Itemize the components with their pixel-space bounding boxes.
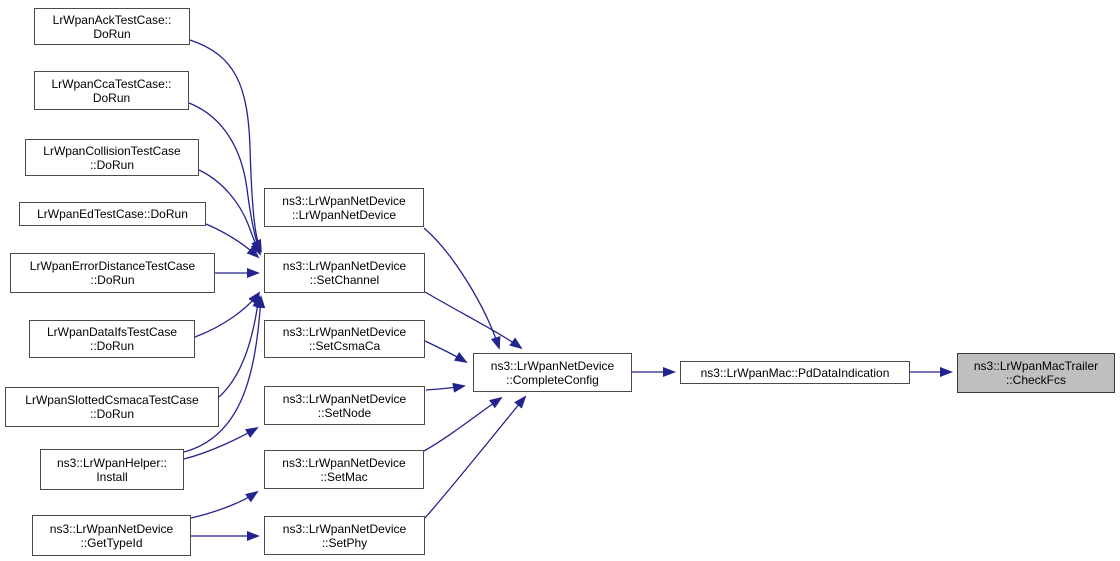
node-setphy[interactable]: ns3::LrWpanNetDevice ::SetPhy bbox=[264, 516, 425, 555]
edge-setnode-to-completeconfig bbox=[425, 382, 466, 393]
node-dataifs-dorun[interactable]: LrWpanDataIfsTestCase ::DoRun bbox=[29, 320, 195, 358]
edge-setmac-to-completeconfig bbox=[423, 396, 503, 452]
edge-install-to-setnode bbox=[183, 426, 259, 460]
edge-ed-to-setchannel bbox=[205, 223, 260, 259]
edge-slottedcsmaca-to-setchannel bbox=[218, 294, 263, 398]
edge-ack-to-setchannel bbox=[189, 39, 262, 253]
node-pddataindication[interactable]: ns3::LrWpanMac::PdDataIndication bbox=[680, 361, 910, 384]
edge-install-to-setchannel bbox=[183, 295, 266, 453]
node-setnode[interactable]: ns3::LrWpanNetDevice ::SetNode bbox=[264, 386, 425, 425]
node-ed-dorun[interactable]: LrWpanEdTestCase::DoRun bbox=[19, 202, 206, 226]
edge-dataifs-to-setchannel bbox=[194, 291, 261, 338]
node-lrwpannetdevice-ctor[interactable]: ns3::LrWpanNetDevice ::LrWpanNetDevice bbox=[264, 188, 424, 227]
edge-ctor-to-completeconfig bbox=[423, 227, 501, 350]
node-helper-install[interactable]: ns3::LrWpanHelper:: Install bbox=[40, 449, 184, 490]
node-ack-dorun[interactable]: LrWpanAckTestCase:: DoRun bbox=[34, 8, 190, 45]
node-setcsmaca[interactable]: ns3::LrWpanNetDevice ::SetCsmaCa bbox=[264, 320, 425, 358]
node-setchannel[interactable]: ns3::LrWpanNetDevice ::SetChannel bbox=[264, 253, 425, 293]
edge-setphy-to-completeconfig bbox=[424, 395, 527, 519]
edge-gettypeid-to-setmac bbox=[190, 490, 259, 519]
edge-setcsmaca-to-completeconfig bbox=[424, 340, 468, 364]
node-errordistance-dorun[interactable]: LrWpanErrorDistanceTestCase ::DoRun bbox=[10, 253, 215, 293]
node-checkfcs: ns3::LrWpanMacTrailer ::CheckFcs bbox=[957, 353, 1115, 393]
node-gettypeid[interactable]: ns3::LrWpanNetDevice ::GetTypeId bbox=[32, 515, 191, 556]
edge-cca-to-setchannel bbox=[188, 102, 261, 254]
node-cca-dorun[interactable]: LrWpanCcaTestCase:: DoRun bbox=[34, 71, 189, 110]
node-setmac[interactable]: ns3::LrWpanNetDevice ::SetMac bbox=[264, 450, 424, 489]
node-slottedcsmaca-dorun[interactable]: LrWpanSlottedCsmacaTestCase ::DoRun bbox=[5, 387, 219, 427]
edge-setchannel-to-completeconfig bbox=[424, 291, 523, 350]
node-collision-dorun[interactable]: LrWpanCollisionTestCase ::DoRun bbox=[25, 139, 199, 176]
node-completeconfig[interactable]: ns3::LrWpanNetDevice ::CompleteConfig bbox=[473, 353, 632, 392]
